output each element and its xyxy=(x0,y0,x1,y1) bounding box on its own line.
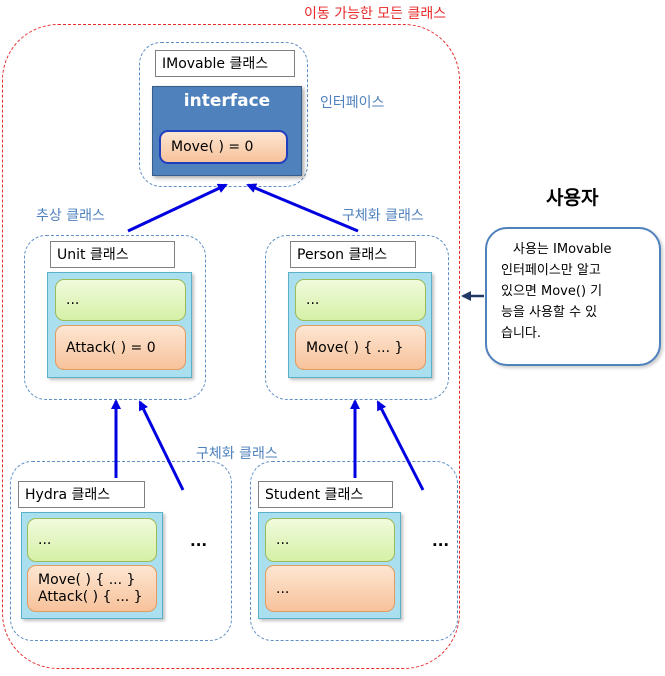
user-note: 사용는 IMovable 인터페이스만 알고 있으면 Move() 기 능을 사… xyxy=(485,227,661,366)
hydra-class-label: Hydra 클래스 xyxy=(18,481,145,508)
imovable-move-method: Move( ) = 0 xyxy=(159,130,288,164)
unit-field: ... xyxy=(55,279,186,321)
more-classes-ellipsis-right: ... xyxy=(432,532,450,550)
interface-side-label: 인터페이스 xyxy=(320,95,385,111)
hydra-field: ... xyxy=(27,518,157,562)
user-note-line-4: 능을 사용할 수 있 xyxy=(501,305,598,320)
unit-class-label: Unit 클래스 xyxy=(50,241,175,268)
concrete-class-label-top: 구체화 클래스 xyxy=(342,208,424,224)
user-note-line-1: 사용는 IMovable xyxy=(513,242,612,257)
hydra-attack-method: Attack( ) { ... } xyxy=(38,588,143,605)
hydra-move-method: Move( ) { ... } xyxy=(38,571,136,588)
student-method: ... xyxy=(265,565,395,612)
imovable-class-label: IMovable 클래스 xyxy=(155,50,295,77)
person-class-label: Person 클래스 xyxy=(290,241,416,268)
person-move-method: Move( ) { ... } xyxy=(295,325,426,370)
student-field: ... xyxy=(265,518,395,562)
user-note-line-3: 있으면 Move() 기 xyxy=(501,284,603,299)
arrow-more-to-person xyxy=(376,400,425,491)
person-field: ... xyxy=(295,279,426,321)
user-note-line-2: 인터페이스만 알고 xyxy=(501,263,601,278)
user-title: 사용자 xyxy=(546,187,599,209)
user-note-line-5: 습니다. xyxy=(501,326,542,341)
movable-classes-container xyxy=(2,24,460,669)
student-class-label: Student 클래스 xyxy=(258,481,393,508)
arrow-unit-to-imovable xyxy=(127,183,228,233)
concrete-class-label-bottom: 구체화 클래스 xyxy=(196,446,278,462)
arrow-person-to-imovable xyxy=(246,183,359,233)
diagram-title: 이동 가능한 모든 클래스 xyxy=(304,6,447,22)
abstract-class-label: 추상 클래스 xyxy=(36,208,105,224)
unit-attack-method: Attack( ) = 0 xyxy=(55,325,186,370)
arrow-more-to-unit xyxy=(138,400,185,491)
hydra-group xyxy=(10,461,232,641)
more-classes-ellipsis-left: ... xyxy=(190,532,208,550)
interface-title: interface xyxy=(183,91,271,111)
hydra-methods: Move( ) { ... } Attack( ) { ... } xyxy=(27,565,157,612)
